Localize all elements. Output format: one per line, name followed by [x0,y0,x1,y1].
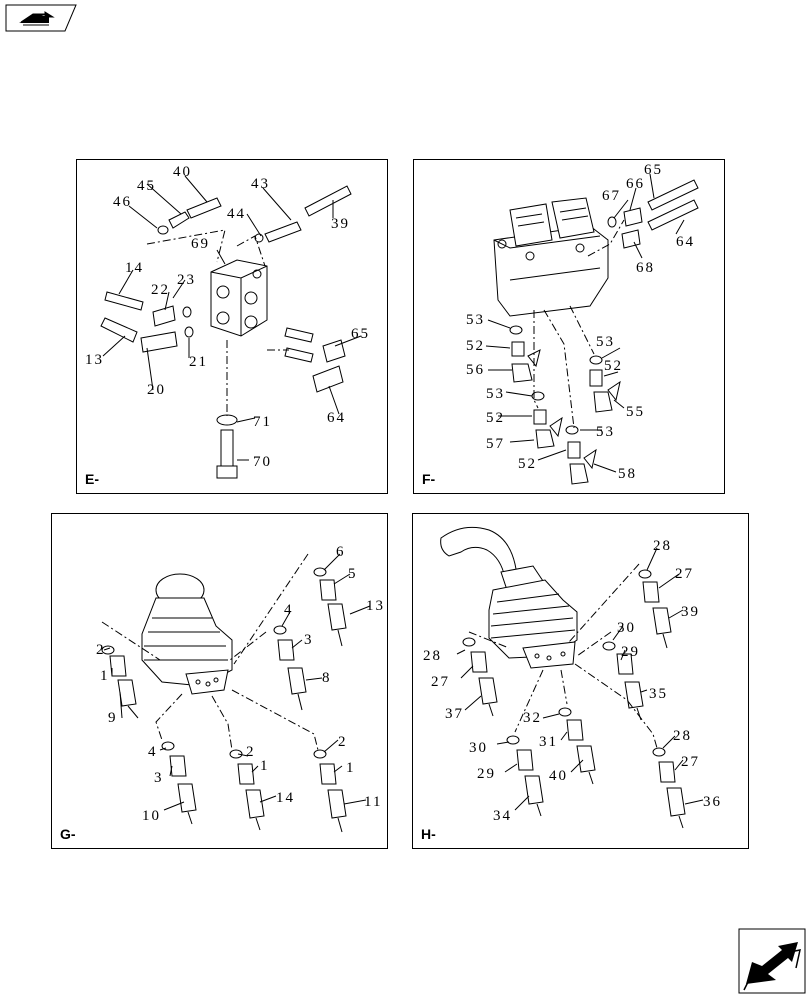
callout: 71 [253,414,272,430]
callout: 1 [260,758,270,774]
callout: 52 [486,410,505,426]
callout: 64 [327,410,346,426]
callout: 14 [276,790,295,806]
callout: 35 [649,686,668,702]
callout: 2 [338,734,348,750]
callout: 56 [466,362,485,378]
panel-label: E- [85,471,99,487]
callout: 27 [681,754,700,770]
callout: 65 [351,326,370,342]
callout: 27 [675,566,694,582]
callout: 36 [703,794,722,810]
panel-g: G- [51,513,388,849]
joystick-handle [440,526,518,579]
panel-label: F- [422,471,436,487]
callout: 53 [486,386,505,402]
callout: 5 [348,566,358,582]
callout: 55 [626,404,645,420]
callout: 13 [366,598,385,614]
callout: 44 [227,206,246,222]
callout: 2 [96,642,106,658]
callout: 58 [618,466,637,482]
callout: 53 [596,334,615,350]
callout: 64 [676,234,695,250]
callout: 29 [477,766,496,782]
callout: 28 [653,538,672,554]
callout: 8 [322,670,332,686]
callout: 70 [253,454,272,470]
callout: 37 [445,706,464,722]
callout: 6 [336,544,346,560]
callout: 28 [673,728,692,744]
callout: 20 [147,382,166,398]
callout: 39 [331,216,350,232]
next-page-arrow-icon [738,928,806,994]
panel-f: F- [413,159,725,494]
callout: 34 [493,808,512,824]
book-open-arrow-icon [5,4,77,32]
callout: 23 [177,272,196,288]
callout: 57 [486,436,505,452]
callout: 43 [251,176,270,192]
control-block [210,259,268,337]
callout: 40 [549,768,568,784]
callout: 53 [596,424,615,440]
callout: 28 [423,648,442,664]
joystick-right-exploded-view: 28 27 39 30 29 35 28 27 37 32 31 30 29 4… [423,526,722,829]
callout: 67 [602,188,621,204]
callout: 52 [604,358,623,374]
callout: 68 [636,260,655,276]
callout: 29 [621,644,640,660]
callout: 31 [539,734,558,750]
callout: 40 [173,164,192,180]
callout: 13 [85,352,104,368]
panel-h: H- [412,513,749,849]
callout: 30 [469,740,488,756]
panel-label: G- [60,826,76,842]
callout: 27 [431,674,450,690]
callout: 4 [284,602,294,618]
callout: 30 [617,620,636,636]
callout: 52 [518,456,537,472]
callout: 3 [154,770,164,786]
callout: 3 [304,632,314,648]
callout: 21 [189,354,208,370]
callout: 1 [100,668,110,684]
top-nav-button[interactable] [5,4,77,32]
callout: 11 [364,794,382,810]
hydraulic-block-exploded-view: 46 45 40 43 44 39 69 14 23 22 65 13 20 2… [85,164,370,479]
callout: 4 [148,744,158,760]
callout: 10 [142,808,161,824]
callout: 69 [191,236,210,252]
callout: 14 [125,260,144,276]
joystick-left-exploded-view: 6 5 13 4 3 8 2 1 9 4 3 2 1 10 14 2 1 11 [96,544,385,833]
callout: 22 [151,282,170,298]
next-page-button[interactable] [738,928,806,994]
callout: 66 [626,176,645,192]
callout: 9 [108,710,118,726]
panel-label: H- [421,826,436,842]
callout: 53 [466,312,485,328]
callout: 45 [137,178,156,194]
callout: 1 [346,760,356,776]
callout: 52 [466,338,485,354]
callout: 65 [644,162,663,178]
panel-e: E- 46 [76,159,388,494]
callout: 32 [523,710,542,726]
pedal-valve-exploded-view: 65 67 66 64 68 53 53 52 52 56 53 55 52 5… [466,162,699,485]
callout: 46 [113,194,132,210]
callout: 39 [681,604,700,620]
callout: 2 [246,744,256,760]
